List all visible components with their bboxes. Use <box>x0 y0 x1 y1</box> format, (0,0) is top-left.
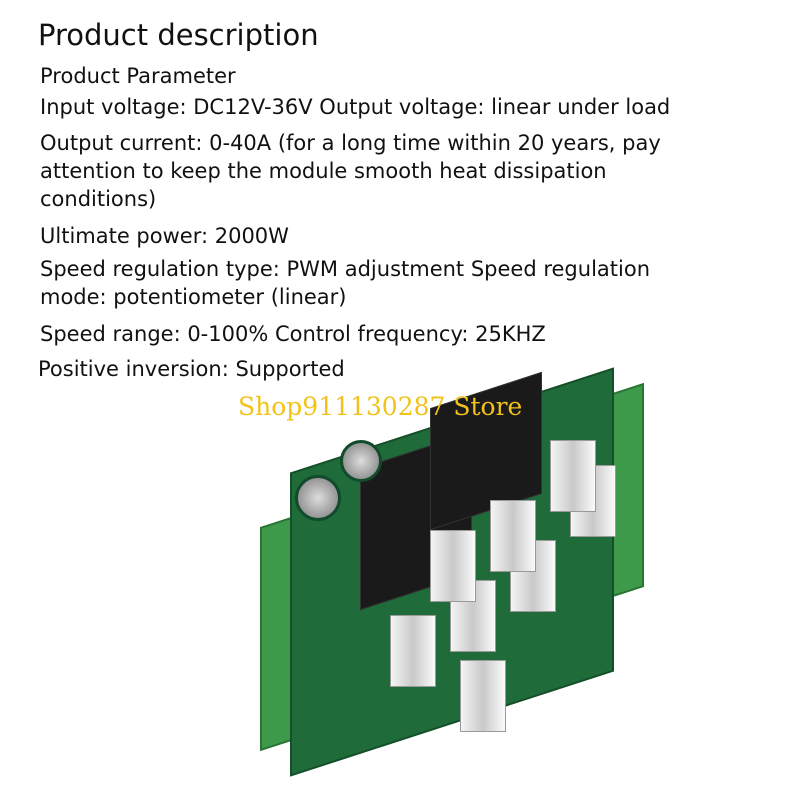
heatsink <box>460 660 506 732</box>
section-heading: Product Parameter <box>40 64 236 88</box>
spec-line: Positive inversion: Supported <box>38 357 345 381</box>
product-photo-motor-controller-board <box>240 367 670 777</box>
capacitor <box>295 475 341 521</box>
spec-line: conditions) <box>40 187 157 211</box>
heatsink <box>550 440 596 512</box>
store-watermark: Shop911130287 Store <box>238 392 523 421</box>
spec-line: Speed regulation type: PWM adjustment Sp… <box>40 257 651 281</box>
capacitor <box>340 440 382 482</box>
page-title: Product description <box>38 18 319 52</box>
spec-line: attention to keep the module smooth heat… <box>40 159 607 183</box>
spec-line: mode: potentiometer (linear) <box>40 285 347 309</box>
heatsink <box>390 615 436 687</box>
heatsink <box>430 530 476 602</box>
spec-line: Speed range: 0-100% Control frequency: 2… <box>40 322 546 346</box>
spec-line: Output current: 0-40A (for a long time w… <box>40 131 661 155</box>
heatsink <box>490 500 536 572</box>
spec-line: Input voltage: DC12V-36V Output voltage:… <box>40 95 671 119</box>
spec-line: Ultimate power: 2000W <box>40 224 289 248</box>
